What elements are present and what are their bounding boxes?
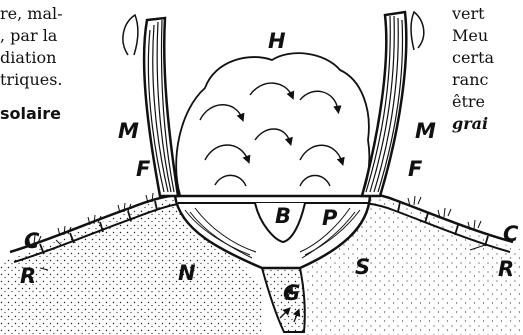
cloud-loops: [200, 83, 342, 186]
label-g: G: [283, 282, 300, 304]
label-f-left: F: [136, 158, 150, 180]
label-f-right: F: [408, 158, 422, 180]
label-r-right: R: [498, 258, 514, 280]
label-h: H: [268, 30, 286, 52]
label-c-left: C: [24, 230, 39, 252]
label-r-left: R: [20, 265, 36, 287]
label-n: N: [178, 262, 196, 284]
label-p: P: [322, 207, 337, 229]
pillar-left-flame: [123, 15, 138, 55]
label-m-right: M: [415, 120, 436, 142]
label-s: S: [355, 256, 370, 278]
pillar-right-flame: [411, 12, 424, 50]
label-c-right: C: [503, 223, 518, 245]
label-b: B: [275, 205, 291, 227]
cloud-outline: [176, 53, 369, 195]
label-m-left: M: [118, 120, 139, 142]
